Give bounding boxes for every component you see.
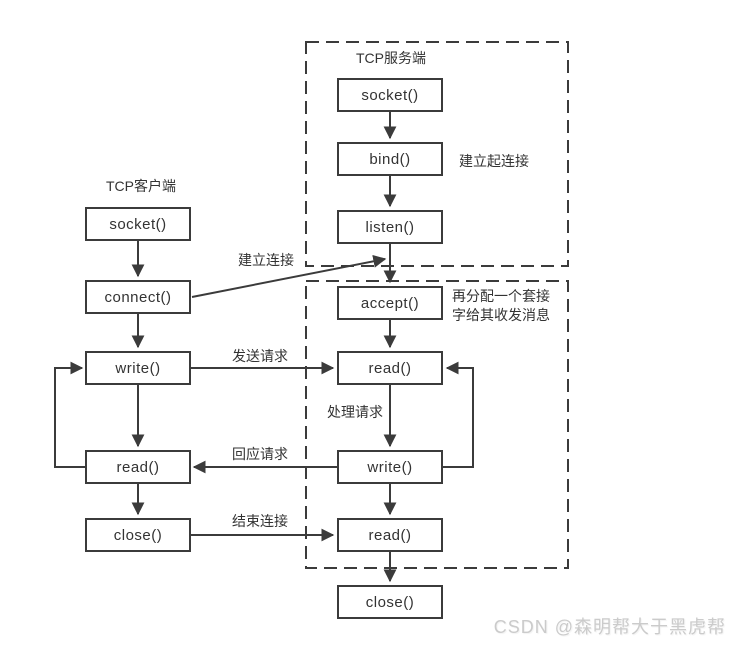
- label-reassign-socket-line2: 字给其收发消息: [452, 307, 550, 323]
- arrow-server-write-loop-to-read: [443, 361, 474, 468]
- label-process-request: 处理请求: [327, 404, 383, 420]
- label-reply-request: 回应请求: [232, 446, 288, 462]
- client-connect-box: connect(): [85, 280, 191, 314]
- label-establish-connection: 建立连接: [238, 252, 294, 268]
- arrow-client-read-loop-to-write: [54, 361, 86, 468]
- server-read-box: read(): [337, 351, 443, 385]
- label-end-connection: 结束连接: [232, 513, 288, 529]
- server-session-dashed-frame: [305, 280, 569, 569]
- client-close-box: close(): [85, 518, 191, 552]
- client-read-box: read(): [85, 450, 191, 484]
- client-title: TCP客户端: [106, 178, 176, 194]
- csdn-watermark: CSDN @森明帮大于黑虎帮: [493, 617, 726, 637]
- server-write-box: write(): [337, 450, 443, 484]
- arrows: [54, 112, 474, 583]
- server-socket-box: socket(): [337, 78, 443, 112]
- server-read2-box: read(): [337, 518, 443, 552]
- client-write-box: write(): [85, 351, 191, 385]
- server-bind-box: bind(): [337, 142, 443, 176]
- server-accept-box: accept(): [337, 286, 443, 320]
- server-setup-dashed-frame: [305, 41, 569, 267]
- server-close-box: close(): [337, 585, 443, 619]
- label-reassign-socket: 再分配一个套接 字给其收发消息: [452, 287, 550, 325]
- server-title: TCP服务端: [356, 50, 426, 66]
- label-send-request: 发送请求: [232, 348, 288, 364]
- arrow-establish-connection: [191, 254, 387, 298]
- label-establish-group: 建立起连接: [459, 153, 529, 169]
- client-socket-box: socket(): [85, 207, 191, 241]
- label-reassign-socket-line1: 再分配一个套接: [452, 288, 550, 304]
- server-listen-box: listen(): [337, 210, 443, 244]
